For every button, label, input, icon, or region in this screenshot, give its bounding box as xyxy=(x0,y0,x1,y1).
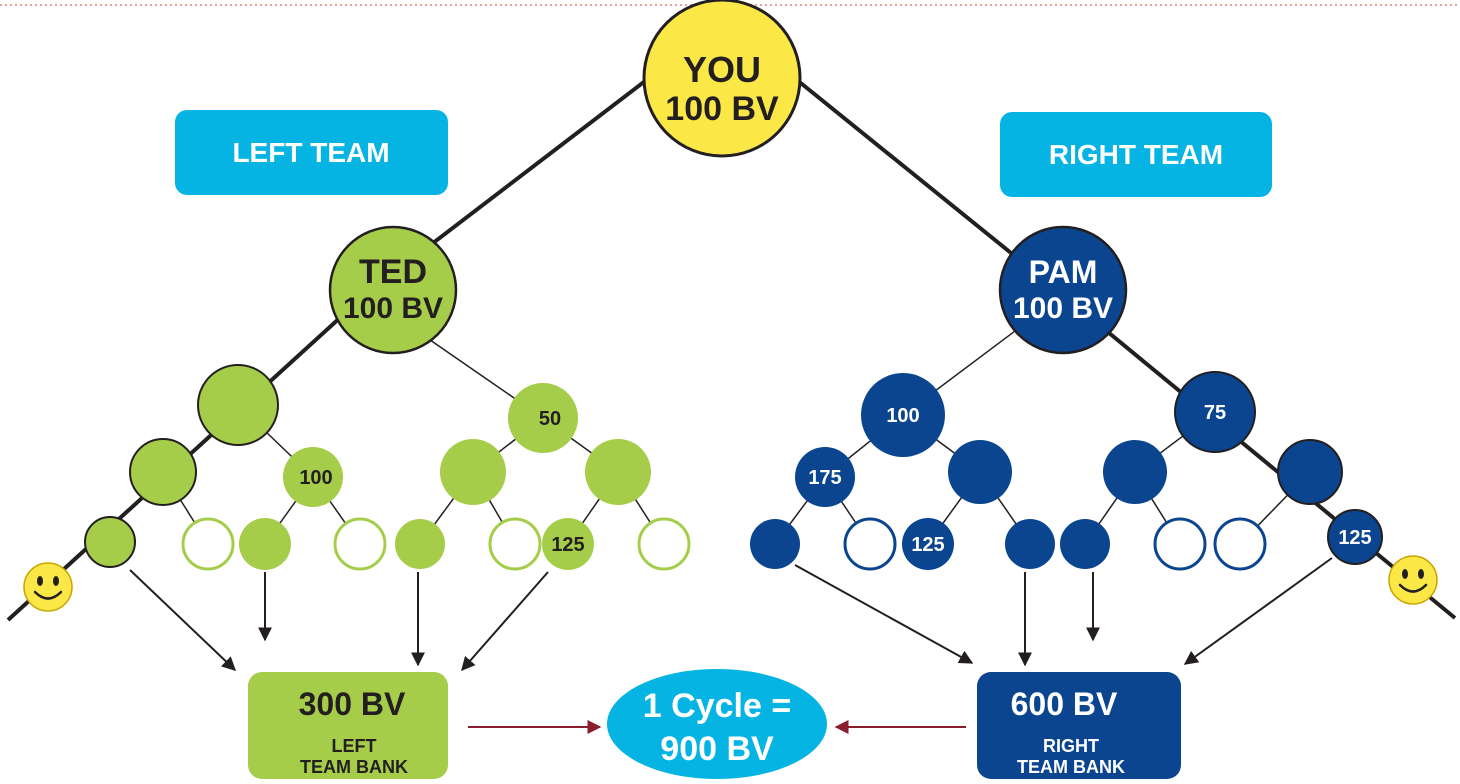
cycle-total: 1 Cycle = 900 BV xyxy=(607,669,827,779)
right-bank-total: 600 BV xyxy=(1011,686,1118,722)
left-team-nodes: 50 100 125 xyxy=(84,364,691,571)
left-node xyxy=(585,439,651,505)
cycle-line1: 1 Cycle = xyxy=(643,687,791,725)
svg-text:125: 125 xyxy=(1338,527,1371,549)
svg-text:100: 100 xyxy=(299,467,332,489)
right-node xyxy=(1005,519,1055,569)
left-bank-line2: TEAM BANK xyxy=(300,757,408,777)
right-bank-line1: RIGHT xyxy=(1043,736,1099,756)
left-node: 100 xyxy=(283,447,343,507)
right-node xyxy=(750,519,800,569)
right-team-label: RIGHT TEAM xyxy=(1000,112,1272,197)
left-node: 50 xyxy=(508,383,578,453)
left-bank-line1: LEFT xyxy=(332,736,377,756)
root-node-you: YOU 100 BV xyxy=(642,0,802,158)
left-node-empty xyxy=(333,517,387,571)
right-node: 75 xyxy=(1174,371,1256,453)
right-bank-line2: TEAM BANK xyxy=(1017,757,1125,777)
svg-text:175: 175 xyxy=(808,467,841,489)
left-node xyxy=(395,519,445,569)
left-leader-bv: 100 BV xyxy=(343,292,443,325)
right-team-nodes: 100 75 175 125 125 xyxy=(750,371,1383,571)
left-node: 125 xyxy=(542,518,594,570)
left-node xyxy=(129,438,197,506)
left-node xyxy=(197,364,279,446)
right-team-bank: 600 BV RIGHT TEAM BANK xyxy=(977,672,1181,779)
right-leader-name: PAM xyxy=(1029,254,1098,290)
left-team-label-text: LEFT TEAM xyxy=(232,137,389,168)
bank-arrows xyxy=(129,557,1333,672)
right-node: 100 xyxy=(861,373,945,457)
right-node-empty xyxy=(843,517,897,571)
right-node xyxy=(1060,519,1110,569)
left-leader-name: TED xyxy=(359,253,427,291)
svg-text:125: 125 xyxy=(911,534,944,556)
left-node-empty xyxy=(181,517,235,571)
left-node xyxy=(84,516,136,568)
smiley-face-icon xyxy=(1388,555,1438,605)
right-node xyxy=(1277,439,1343,505)
svg-text:75: 75 xyxy=(1204,402,1226,424)
right-node xyxy=(1103,440,1167,504)
svg-text:125: 125 xyxy=(551,534,584,556)
left-node-empty xyxy=(488,517,542,571)
right-team-label-text: RIGHT TEAM xyxy=(1049,139,1223,170)
svg-text:100: 100 xyxy=(886,405,919,427)
right-node-empty xyxy=(1153,517,1207,571)
left-node xyxy=(440,439,506,505)
cycle-line2: 900 BV xyxy=(660,730,774,768)
right-leader-node: PAM 100 BV xyxy=(998,225,1128,355)
left-node-empty xyxy=(637,517,691,571)
right-node xyxy=(948,440,1012,504)
smiley-face-icon xyxy=(23,562,73,612)
left-node xyxy=(239,518,291,570)
svg-text:50: 50 xyxy=(539,408,561,430)
right-leader-bv: 100 BV xyxy=(1013,292,1113,325)
left-leader-node: TED 100 BV xyxy=(328,225,458,355)
left-team-bank: 300 BV LEFT TEAM BANK xyxy=(248,672,448,779)
right-node: 125 xyxy=(902,518,954,570)
left-team-label: LEFT TEAM xyxy=(175,110,448,195)
right-node-empty xyxy=(1213,517,1267,571)
right-node: 125 xyxy=(1327,509,1383,565)
root-bv: 100 BV xyxy=(665,90,779,128)
right-node: 175 xyxy=(795,447,855,507)
left-bank-total: 300 BV xyxy=(299,686,406,722)
root-name: YOU xyxy=(683,49,761,90)
